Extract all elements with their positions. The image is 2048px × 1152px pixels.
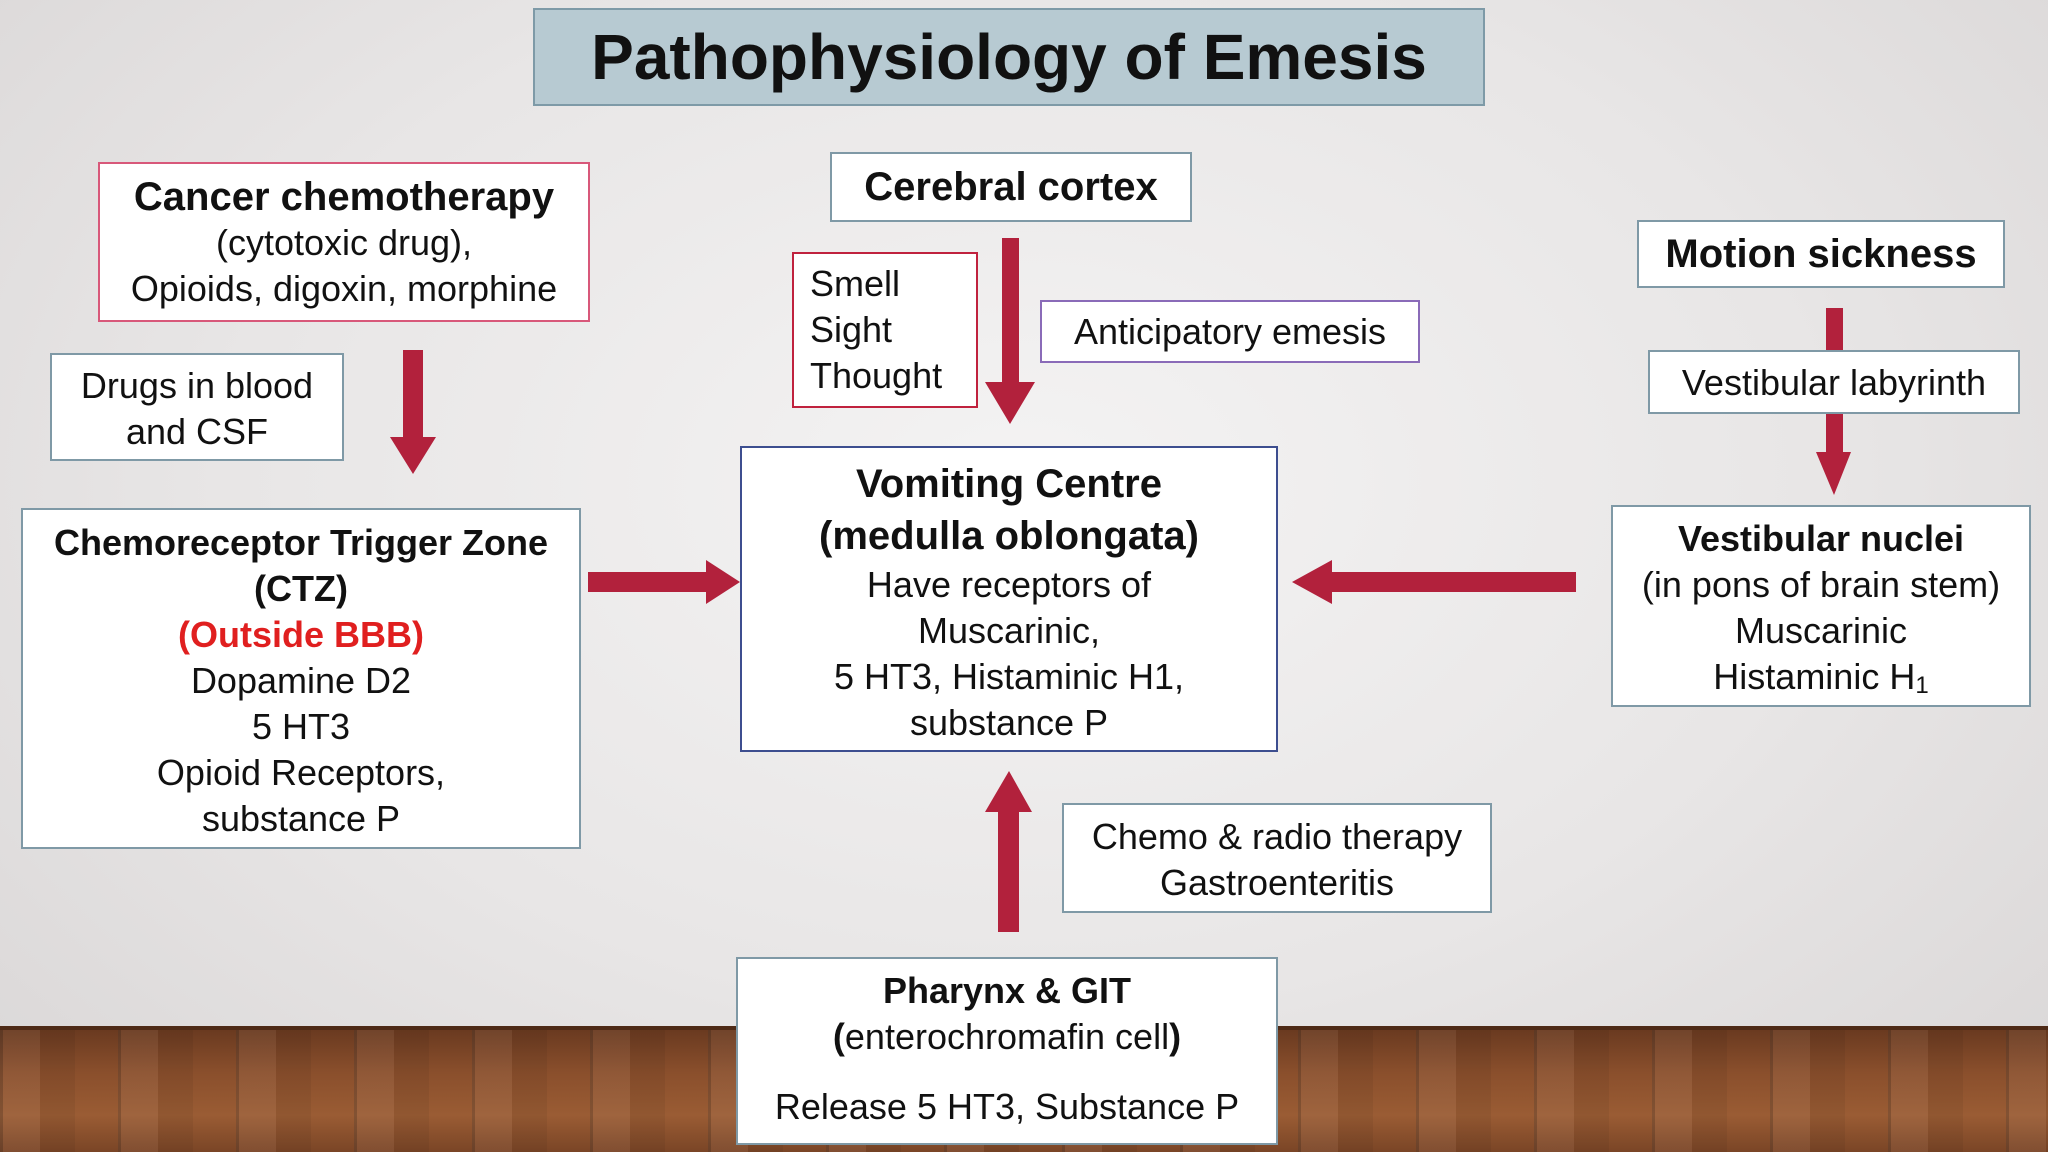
vomiting-heading1: Vomiting Centre bbox=[856, 462, 1162, 506]
vomiting-line1: Have receptors of bbox=[866, 564, 1152, 605]
ctz-box: Chemoreceptor Trigger Zone (CTZ) (Outsid… bbox=[21, 508, 581, 849]
pharynx-line1: (enterochromafin cell) bbox=[738, 1014, 1276, 1060]
ctz-line4: substance P bbox=[201, 798, 401, 839]
vestibular-labyrinth-box: Vestibular labyrinth bbox=[1648, 350, 2020, 414]
pharynx-paren-open: ( bbox=[832, 1016, 845, 1057]
arrow-labyrinth-to-nuclei bbox=[1816, 414, 1851, 495]
vomiting-line2: Muscarinic, bbox=[917, 610, 1101, 651]
page-title: Pathophysiology of Emesis bbox=[533, 8, 1485, 106]
motion-sickness-box: Motion sickness bbox=[1637, 220, 2005, 288]
vomiting-line3: 5 HT3, Histaminic H1, bbox=[833, 656, 1185, 697]
vomiting-line4: substance P bbox=[909, 702, 1109, 743]
ctz-line1: Dopamine D2 bbox=[190, 660, 412, 701]
ctz-heading1: Chemoreceptor Trigger Zone bbox=[53, 522, 549, 563]
vomiting-centre-box: Vomiting Centre (medulla oblongata) Have… bbox=[740, 446, 1278, 752]
cancer-line1: (cytotoxic drug), bbox=[215, 222, 473, 263]
nuclei-line1: (in pons of brain stem) bbox=[1641, 564, 2001, 605]
anticipatory-label: Anticipatory emesis bbox=[1073, 311, 1387, 352]
senses-line2: Sight bbox=[810, 309, 893, 350]
senses-box: Smell Sight Thought bbox=[792, 252, 978, 408]
cancer-line2: Opioids, digoxin, morphine bbox=[130, 268, 558, 309]
nuclei-line3-text: Histaminic H bbox=[1713, 656, 1916, 697]
pharynx-paren-close: ) bbox=[1169, 1016, 1182, 1057]
pharynx-heading: Pharynx & GIT bbox=[882, 970, 1132, 1011]
nuclei-line3: Histaminic H1 bbox=[1613, 654, 2029, 700]
drugs-line2: and CSF bbox=[125, 411, 269, 452]
arrow-ctz-to-vomiting bbox=[588, 560, 740, 604]
ctz-heading2: (CTZ) bbox=[254, 568, 348, 609]
arrow-pharynx-to-vomiting bbox=[985, 771, 1032, 932]
nuclei-line3-subscript: 1 bbox=[1915, 672, 1929, 699]
pharynx-paren-text: enterochromafin cell bbox=[844, 1016, 1170, 1057]
motion-label: Motion sickness bbox=[1665, 232, 1977, 276]
drugs-in-blood-box: Drugs in blood and CSF bbox=[50, 353, 344, 461]
pharynx-git-box: Pharynx & GIT (enterochromafin cell) Rel… bbox=[736, 957, 1278, 1145]
arrow-cortex-to-vomiting bbox=[985, 238, 1035, 424]
chemo-radio-line1: Chemo & radio therapy bbox=[1091, 816, 1463, 857]
chemo-radio-box: Chemo & radio therapy Gastroenteritis bbox=[1062, 803, 1492, 913]
nuclei-heading: Vestibular nuclei bbox=[1677, 518, 1965, 559]
labyrinth-label: Vestibular labyrinth bbox=[1681, 362, 1987, 403]
cerebral-cortex-box: Cerebral cortex bbox=[830, 152, 1192, 222]
arrow-cancer-to-ctz bbox=[390, 350, 436, 474]
cancer-chemotherapy-box: Cancer chemotherapy (cytotoxic drug), Op… bbox=[98, 162, 590, 322]
ctz-line3: Opioid Receptors, bbox=[156, 752, 446, 793]
vomiting-heading2: (medulla oblongata) bbox=[819, 514, 1199, 558]
pharynx-line2: Release 5 HT3, Substance P bbox=[774, 1086, 1240, 1127]
drugs-line1: Drugs in blood bbox=[80, 365, 314, 406]
arrow-nuclei-to-vomiting bbox=[1292, 560, 1576, 604]
chemo-radio-line2: Gastroenteritis bbox=[1159, 862, 1395, 903]
ctz-outside-bbb: (Outside BBB) bbox=[178, 614, 424, 655]
nuclei-line2: Muscarinic bbox=[1734, 610, 1908, 651]
senses-line1: Smell bbox=[810, 263, 901, 304]
senses-line3: Thought bbox=[810, 355, 943, 396]
arrow-motion-stub bbox=[1826, 308, 1843, 350]
cancer-heading: Cancer chemotherapy bbox=[133, 175, 555, 219]
anticipatory-emesis-box: Anticipatory emesis bbox=[1040, 300, 1420, 363]
vestibular-nuclei-box: Vestibular nuclei (in pons of brain stem… bbox=[1611, 505, 2031, 707]
cortex-label: Cerebral cortex bbox=[864, 165, 1158, 209]
ctz-line2: 5 HT3 bbox=[251, 706, 351, 747]
